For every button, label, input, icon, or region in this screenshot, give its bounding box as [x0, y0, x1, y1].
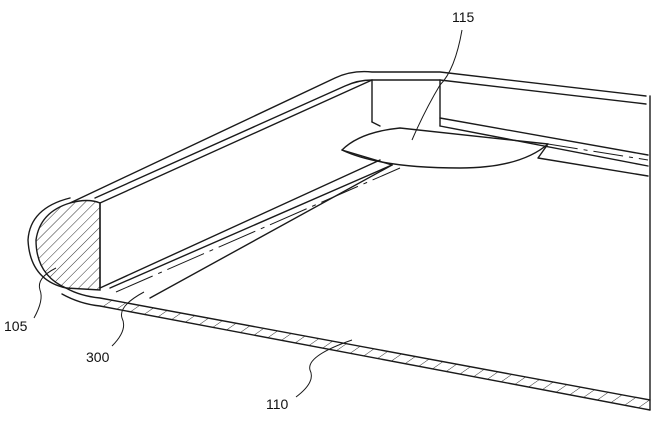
recessed-pad	[341, 127, 649, 177]
label-300: 300	[86, 349, 110, 365]
leader-lines	[33, 29, 463, 398]
label-115: 115	[452, 9, 475, 25]
rim-cross-section	[27, 197, 101, 291]
recess-floor	[109, 164, 401, 299]
label-105: 105	[4, 318, 28, 334]
label-110: 110	[266, 396, 289, 412]
bottom-wall	[61, 95, 651, 411]
